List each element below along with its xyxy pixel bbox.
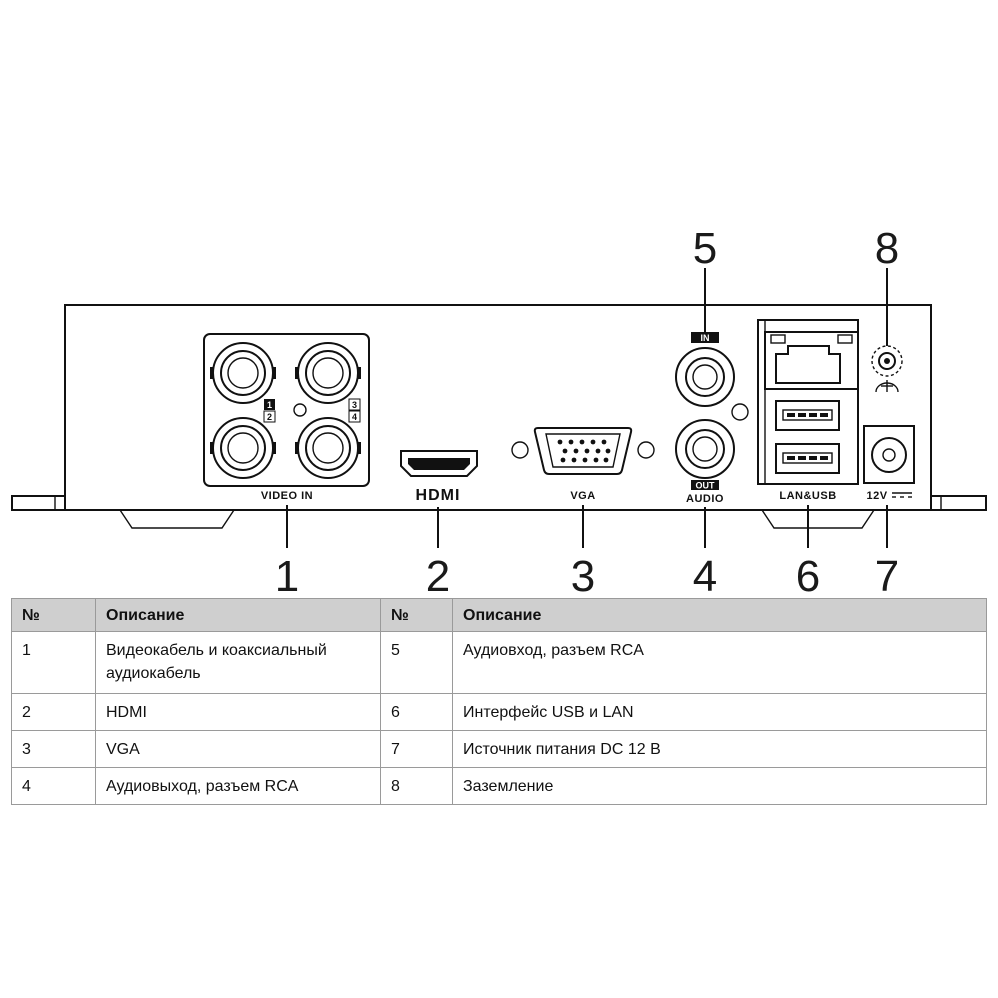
callout-2: 2 <box>426 552 450 600</box>
table-cell-number: 7 <box>380 730 453 768</box>
callout-5: 5 <box>693 224 717 273</box>
rear-panel-diagram: 1 2 3 4 VIDEO IN HDMI VGA IN <box>11 224 987 600</box>
vga-label: VGA <box>570 490 595 502</box>
table-cell-number: 2 <box>11 693 96 731</box>
table-row: 3 VGA 7 Источник питания DC 12 В <box>11 730 987 768</box>
power-label: 12V <box>866 490 887 502</box>
vga-port: VGA <box>511 427 655 502</box>
table-cell-description: HDMI <box>95 693 381 731</box>
bnc-number-2: 2 <box>267 412 272 422</box>
table-row: 1 Видеокабель и коаксиальный аудиокабель… <box>11 631 987 694</box>
table-cell-description: Интерфейс USB и LAN <box>452 693 987 731</box>
table-row: 2 HDMI 6 Интерфейс USB и LAN <box>11 693 987 731</box>
callout-6: 6 <box>796 552 820 600</box>
table-cell-description: Заземление <box>452 767 987 805</box>
table-header-row: № Описание № Описание <box>11 598 987 632</box>
column-header-number: № <box>11 598 96 632</box>
callout-leaders <box>286 268 888 548</box>
callout-7: 7 <box>875 552 899 600</box>
audio-out-label: OUT <box>696 481 716 491</box>
hdmi-label: HDMI <box>416 487 461 504</box>
table-cell-number: 8 <box>380 767 453 805</box>
audio-ports: IN OUT AUDIO <box>675 332 749 505</box>
bnc-number-4: 4 <box>352 412 357 422</box>
device-body <box>11 304 987 529</box>
usb-port-1 <box>775 400 840 431</box>
callout-1: 1 <box>275 552 299 600</box>
table-cell-number: 5 <box>380 631 453 694</box>
hdmi-port: HDMI <box>400 450 478 504</box>
table-cell-number: 6 <box>380 693 453 731</box>
table-cell-number: 1 <box>11 631 96 694</box>
bnc-number-1: 1 <box>267 400 272 410</box>
callout-4: 4 <box>693 552 717 600</box>
bnc-connector-1 <box>210 342 276 404</box>
bnc-connector-2 <box>210 417 276 479</box>
callout-3: 3 <box>571 552 595 600</box>
table-cell-description: Аудиовход, разъем RCA <box>452 631 987 694</box>
lan-usb-ports: LAN&USB <box>757 319 859 502</box>
column-header-description: Описание <box>95 598 381 632</box>
table-cell-description: VGA <box>95 730 381 768</box>
table-cell-description: Аудиовыход, разъем RCA <box>95 767 381 805</box>
callout-8: 8 <box>875 224 899 273</box>
bnc-connector-4 <box>295 417 361 479</box>
legend-table: № Описание № Описание 1 Видеокабель и ко… <box>11 598 987 805</box>
table-cell-description: Источник питания DC 12 В <box>452 730 987 768</box>
bnc-number-3: 3 <box>352 400 357 410</box>
table-cell-number: 4 <box>11 767 96 805</box>
ground-icon <box>875 380 899 393</box>
column-header-description: Описание <box>452 598 987 632</box>
ethernet-port <box>764 331 859 390</box>
audio-label: AUDIO <box>686 493 724 505</box>
table-row: 4 Аудиовыход, разъем RCA 8 Заземление <box>11 767 987 805</box>
table-cell-description: Видеокабель и коаксиальный аудиокабель <box>95 631 381 694</box>
bnc-connector-3 <box>295 342 361 404</box>
dc-symbol-icon <box>892 492 912 498</box>
audio-in-label: IN <box>701 333 710 343</box>
video-in-ports: 1 2 3 4 VIDEO IN <box>203 333 370 502</box>
video-in-label: VIDEO IN <box>261 490 313 502</box>
rca-audio-out <box>675 419 735 479</box>
table-cell-number: 3 <box>11 730 96 768</box>
rca-audio-in <box>675 347 735 407</box>
usb-port-2 <box>775 443 840 474</box>
ground-terminal <box>871 345 903 393</box>
column-header-number: № <box>380 598 453 632</box>
lan-usb-label: LAN&USB <box>779 490 836 502</box>
power-port: 12V <box>863 425 915 502</box>
